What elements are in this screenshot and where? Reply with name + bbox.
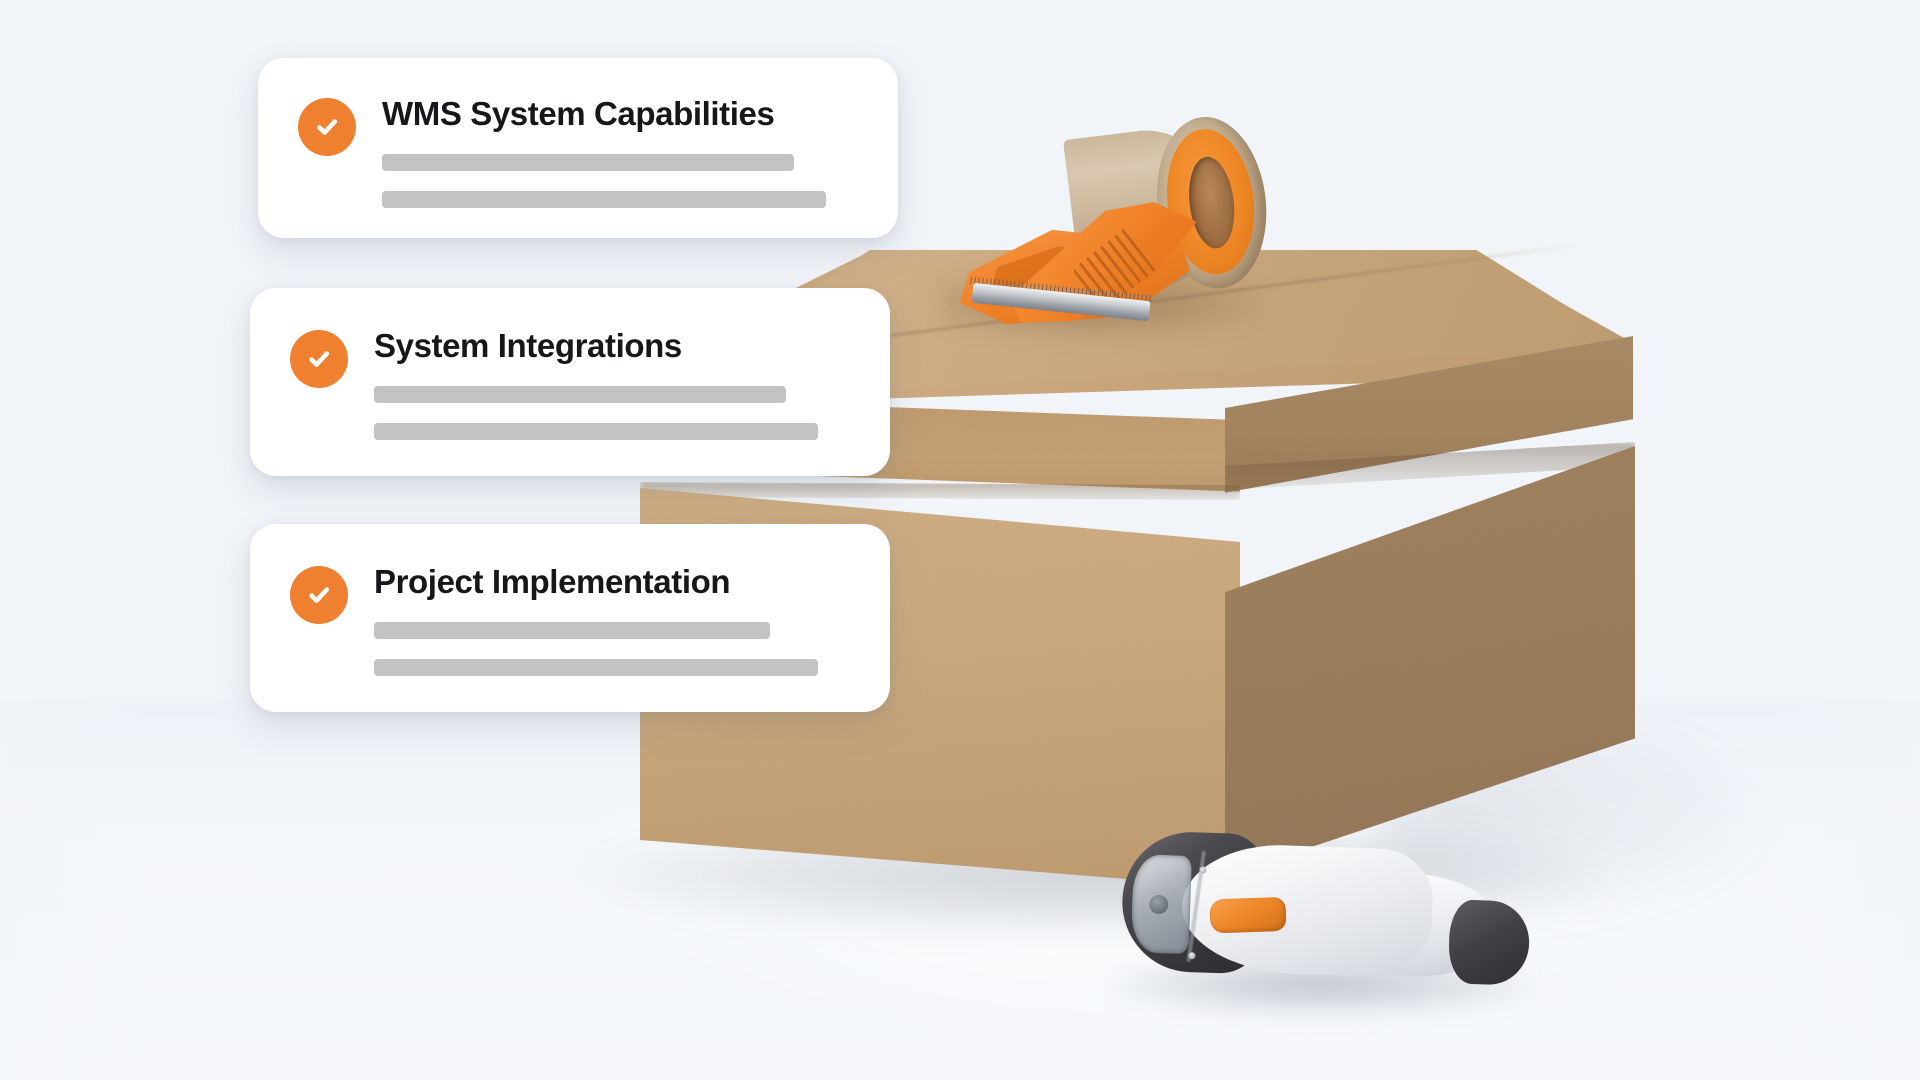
box-body-right-face [1225,446,1635,876]
placeholder-line [374,621,770,639]
feature-card-content: System Integrations [374,326,890,460]
feature-card-title: WMS System Capabilities [382,95,775,132]
placeholder-line [374,385,786,403]
feature-card-project-implementation[interactable]: Project Implementation [250,524,890,712]
placeholder-line [374,422,818,440]
barcode-scanner [1117,818,1543,1013]
feature-card-wms-system-capabilities[interactable]: WMS System Capabilities [258,58,898,238]
feature-card-title: Project Implementation [374,563,731,600]
feature-card-title: System Integrations [374,327,682,364]
placeholder-line [374,658,818,676]
scanner-trigger-button[interactable] [1209,896,1287,934]
placeholder-line [382,190,826,208]
feature-card-content: Project Implementation [374,562,890,696]
tape-dispenser [960,110,1320,330]
check-circle-icon [298,98,356,156]
feature-card-content: WMS System Capabilities [382,94,898,228]
check-circle-icon [290,330,348,388]
feature-card-system-integrations[interactable]: System Integrations [250,288,890,476]
placeholder-line [382,153,794,171]
scanner-handle-cap [1447,899,1531,986]
check-circle-icon [290,566,348,624]
cardboard-grain [1225,446,1635,876]
